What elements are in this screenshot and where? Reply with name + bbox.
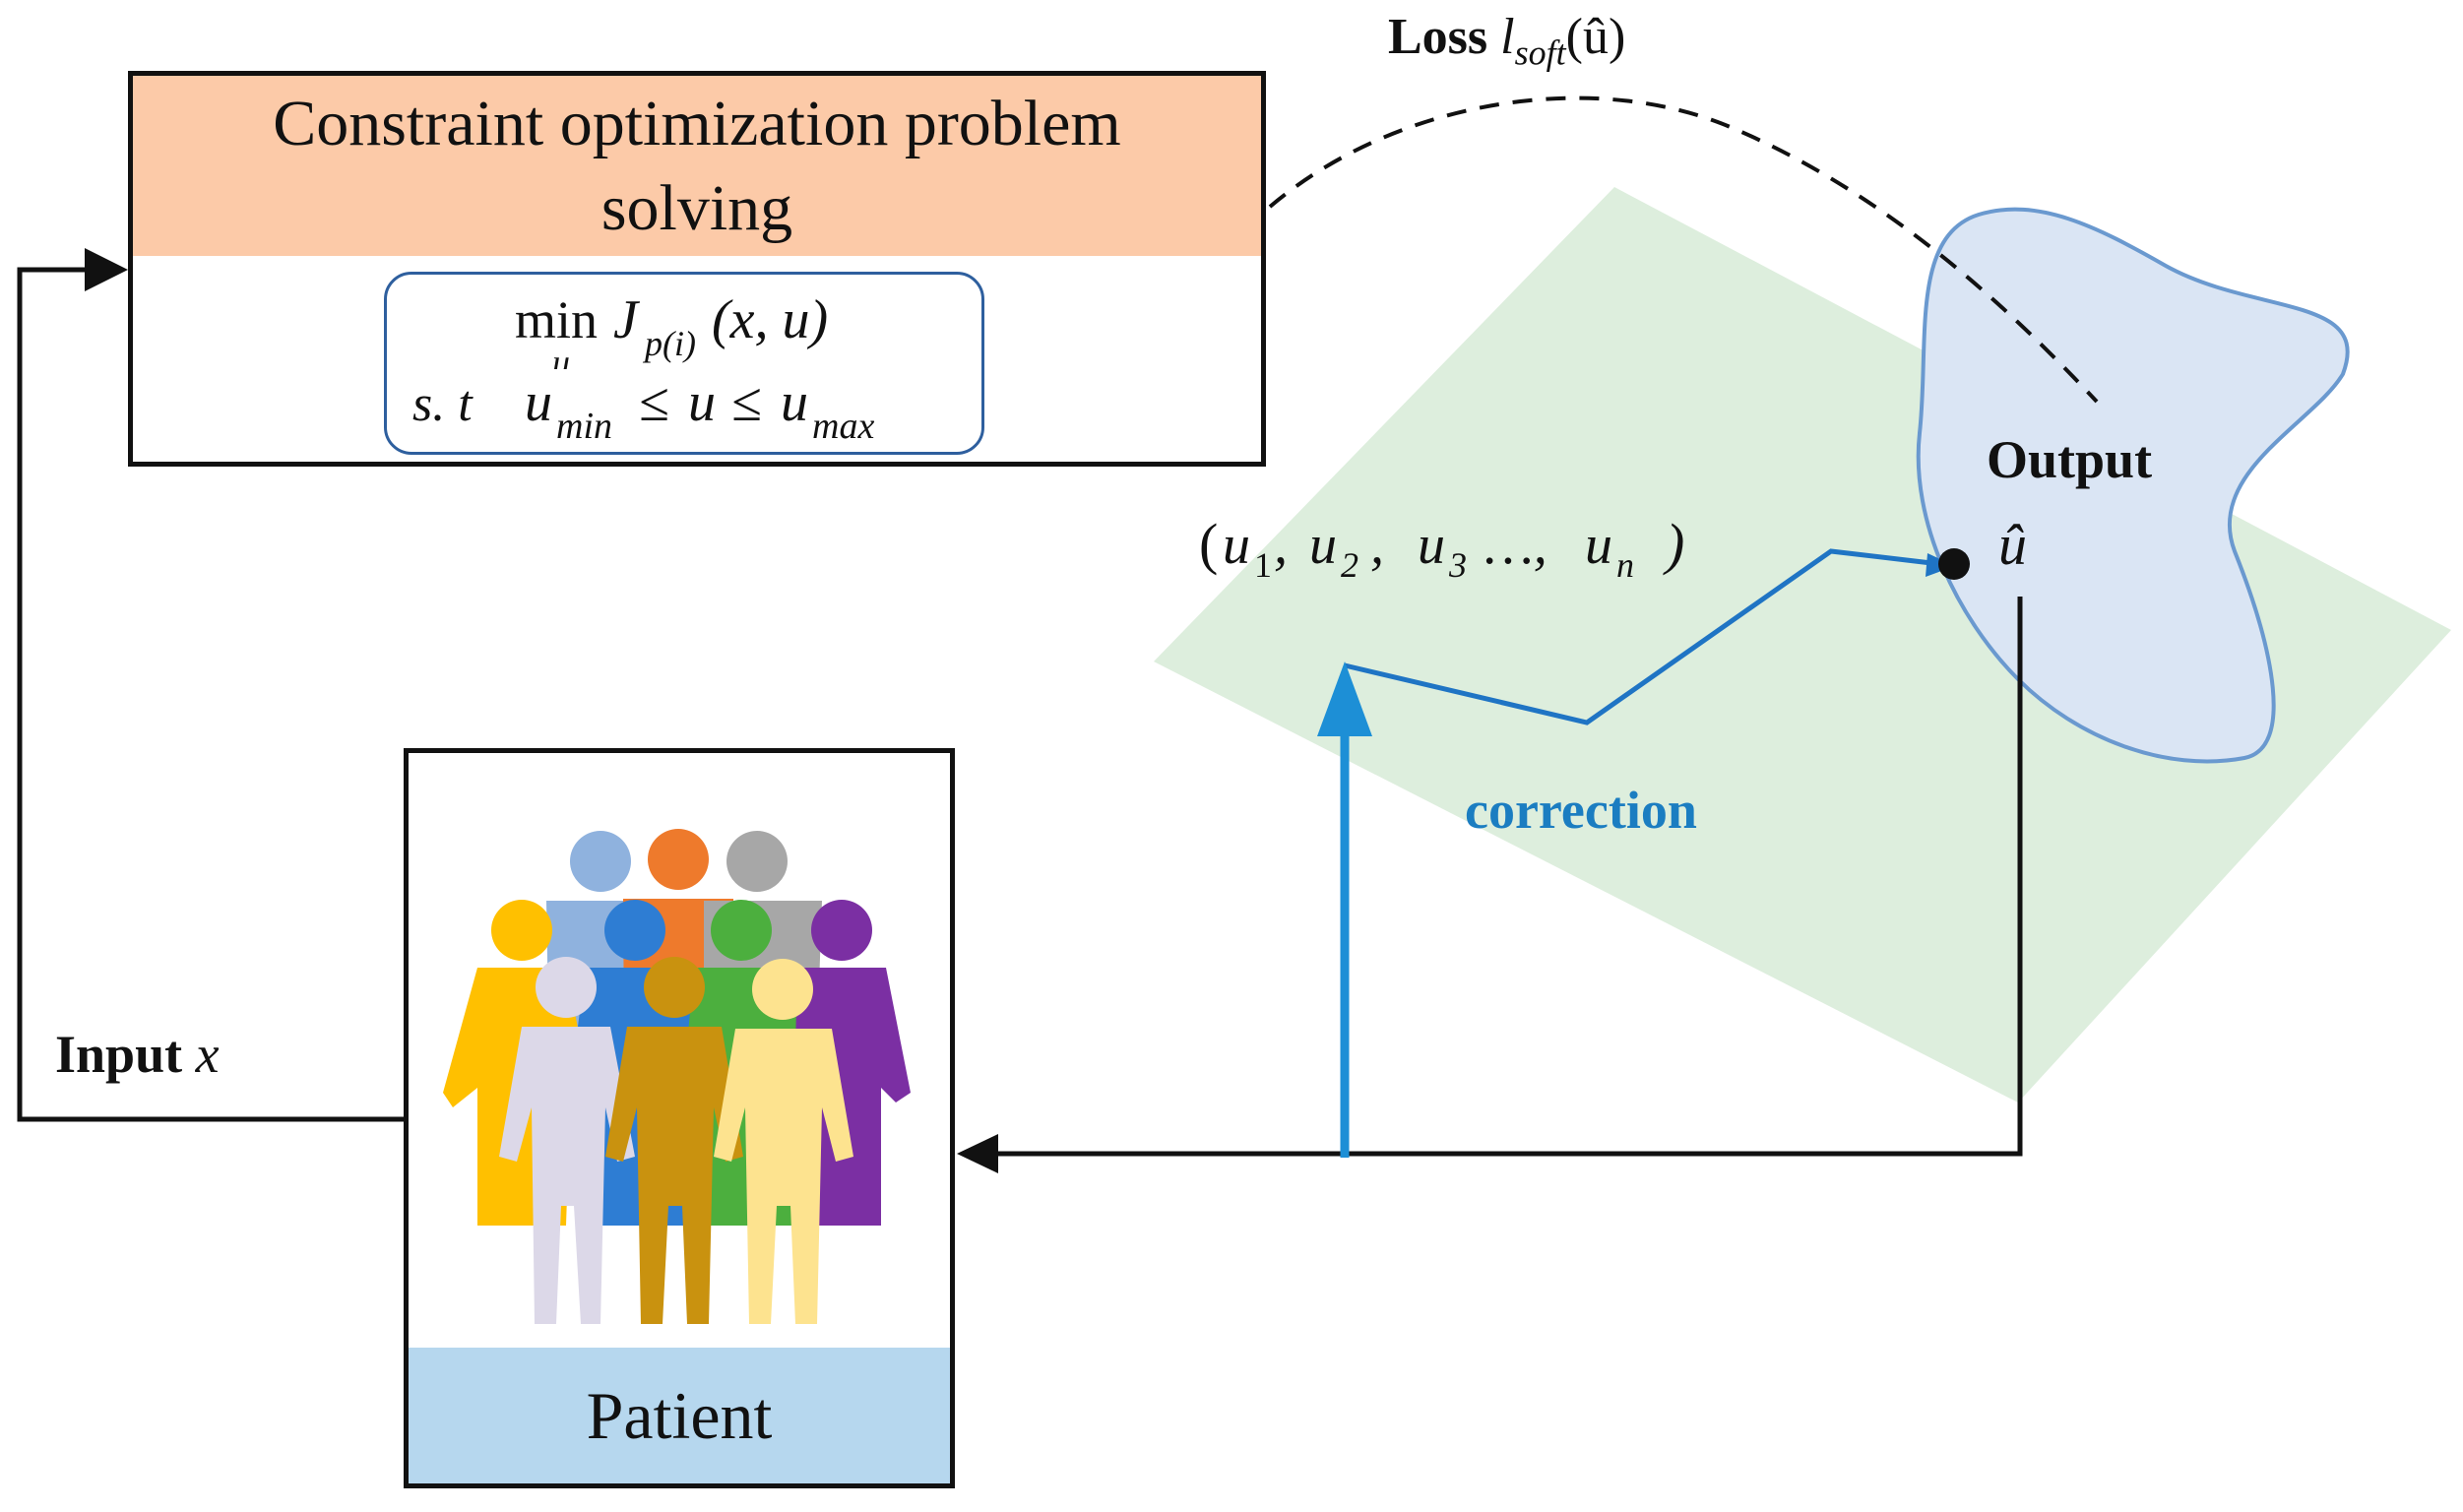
svg-text:u: u bbox=[525, 372, 552, 433]
correction-path bbox=[1344, 548, 1932, 725]
input-arrowhead bbox=[85, 248, 128, 291]
svg-text:): ) bbox=[1663, 512, 1684, 576]
patient-label: Patient bbox=[409, 1348, 950, 1483]
correction-arrowhead bbox=[1317, 662, 1372, 736]
person-body-gold bbox=[605, 1027, 743, 1324]
svg-text:u: u bbox=[781, 372, 808, 433]
constraint-formula: s. t u min ≤ u ≤ u max bbox=[387, 361, 981, 450]
person-head-blue bbox=[604, 900, 665, 961]
svg-text:u: u bbox=[1309, 515, 1337, 576]
svg-text:s. t: s. t bbox=[412, 376, 474, 432]
constraint-formula-svg: s. t u min ≤ u ≤ u max bbox=[412, 372, 874, 447]
solution-plane bbox=[1154, 187, 2451, 1102]
input-line bbox=[17, 267, 404, 1122]
person-head-purple bbox=[811, 900, 872, 961]
loss-label: Loss lsoft(û) bbox=[1388, 8, 1625, 73]
input-label: Input x bbox=[55, 1024, 220, 1085]
patient-box: Patient bbox=[404, 748, 955, 1488]
sequence-svg: ( u 1 , u 2 , u 3 …, u n ) bbox=[1199, 512, 1684, 585]
objective-formula: min u J p(i) (x, u) bbox=[387, 281, 981, 369]
feedback-arrowhead bbox=[957, 1134, 998, 1173]
svg-text:2: 2 bbox=[1341, 545, 1358, 585]
output-label: Output bbox=[1987, 430, 2153, 489]
svg-text:,: , bbox=[1370, 515, 1384, 576]
person-head-back-blue bbox=[570, 831, 631, 892]
loss-expression: lsoft bbox=[1500, 9, 1566, 73]
output-region-blob bbox=[1916, 207, 2350, 764]
svg-text:3: 3 bbox=[1448, 545, 1467, 585]
output-point bbox=[1938, 548, 1970, 580]
svg-text:p(i): p(i) bbox=[642, 324, 696, 363]
person-head-back-gray bbox=[726, 831, 788, 892]
svg-text:min: min bbox=[515, 290, 598, 349]
person-body-lavender bbox=[499, 1027, 635, 1324]
svg-text:n: n bbox=[1616, 545, 1634, 585]
person-body-pale-yellow bbox=[714, 1029, 853, 1324]
formula-box: min u J p(i) (x, u) s. t u min ≤ u ≤ u m… bbox=[384, 272, 984, 455]
svg-text:≤: ≤ bbox=[731, 372, 762, 433]
person-head-gold bbox=[644, 957, 705, 1018]
svg-text:u: u bbox=[1223, 515, 1250, 576]
svg-text:≤: ≤ bbox=[639, 372, 669, 433]
svg-text:…,: …, bbox=[1484, 515, 1547, 576]
svg-text:(x, u): (x, u) bbox=[712, 289, 828, 350]
svg-text:(: ( bbox=[1199, 512, 1218, 576]
svg-text:u: u bbox=[552, 343, 570, 369]
input-variable: x bbox=[195, 1025, 220, 1084]
svg-text:1: 1 bbox=[1254, 545, 1272, 585]
feedback-line bbox=[994, 597, 2023, 1157]
patient-group-illustration bbox=[443, 829, 911, 1324]
svg-text:,: , bbox=[1274, 515, 1288, 576]
svg-text:u: u bbox=[688, 372, 716, 433]
loss-word: Loss bbox=[1388, 9, 1488, 65]
svg-text:min: min bbox=[556, 406, 612, 447]
person-head-yellow bbox=[491, 900, 552, 961]
svg-text:max: max bbox=[812, 406, 874, 447]
svg-text:u: u bbox=[1585, 515, 1612, 576]
svg-text:u: u bbox=[1418, 515, 1445, 576]
person-head-green bbox=[711, 900, 772, 961]
optimization-box: Constraint optimization problem solving … bbox=[128, 71, 1266, 467]
objective-formula-svg: min u J p(i) (x, u) bbox=[515, 289, 828, 369]
output-u-hat: û bbox=[1998, 513, 2027, 577]
person-head-back-orange bbox=[648, 829, 709, 890]
optimization-title: Constraint optimization problem solving bbox=[133, 76, 1261, 256]
person-head-lavender bbox=[536, 957, 597, 1018]
svg-text:J: J bbox=[613, 289, 641, 350]
person-head-pale-yellow bbox=[752, 959, 813, 1020]
correction-label: correction bbox=[1465, 781, 1697, 840]
loss-arg: (û) bbox=[1565, 9, 1626, 65]
input-word: Input bbox=[55, 1025, 183, 1084]
